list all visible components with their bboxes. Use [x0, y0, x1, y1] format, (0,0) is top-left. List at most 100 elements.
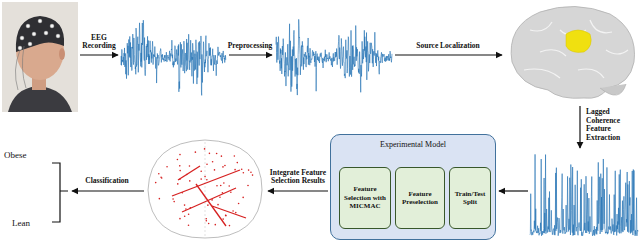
electrode-dot [206, 163, 208, 165]
coherence-signal [530, 154, 638, 236]
electrode-dot [216, 185, 218, 187]
electrode-dot [221, 155, 223, 157]
electrode-dot [220, 185, 222, 187]
connection [172, 170, 240, 196]
flow-arrow [395, 54, 502, 55]
electrode-dot [206, 220, 208, 222]
electrode-dot [222, 218, 224, 220]
step-label: Lean [12, 218, 48, 228]
electrode [44, 31, 48, 35]
electrode-dot [204, 148, 206, 150]
step-label: Obese [4, 150, 44, 160]
flow-arrow [268, 190, 328, 191]
step-label: Integrate Feature Selection Results [269, 169, 327, 186]
electrode-dot [179, 170, 181, 172]
box-text: Feature Preselection [399, 190, 441, 207]
electrode-dot [158, 173, 160, 175]
electrode-dot [173, 201, 175, 203]
step-label: Classification [73, 177, 141, 186]
electrode-dot [236, 162, 238, 164]
electrode-dot [229, 225, 231, 227]
box-text: Train/Test Split [453, 190, 487, 207]
connection [182, 188, 236, 212]
source-region [566, 30, 591, 52]
eeg-cap [16, 16, 64, 52]
electrode-dot [234, 169, 236, 171]
midline [205, 142, 206, 236]
connectivity-map [148, 140, 262, 238]
flow-arrow [499, 190, 528, 191]
electrode [50, 24, 54, 28]
electrode-dot [195, 151, 197, 153]
electrode-dot [206, 179, 208, 181]
step-label: Preprocessing [226, 42, 274, 51]
electrode-dot [184, 204, 186, 206]
gyri [524, 20, 628, 78]
connection [212, 206, 246, 218]
electrode-dot [179, 178, 181, 180]
electrode-dot [179, 218, 181, 220]
electrode-dot [160, 176, 162, 178]
electrode-dot [188, 224, 190, 226]
electrode-dot [243, 172, 245, 174]
electrode-dot [177, 183, 179, 185]
electrode-dot [200, 178, 202, 180]
electrode [28, 42, 32, 46]
electrode-dot [235, 212, 237, 214]
electrode-dot [205, 218, 207, 220]
electrode-dot [172, 198, 174, 200]
electrode-dot [238, 203, 240, 205]
electrode-dot [247, 185, 249, 187]
electrode-dot [230, 192, 232, 194]
method-box: Feature Preselection [395, 167, 445, 229]
electrode-dot [223, 182, 225, 184]
electrode [38, 19, 42, 23]
electrode-wires [15, 46, 26, 90]
electrode-dot [185, 208, 187, 210]
flow-arrow [579, 106, 580, 148]
electrode-dot [200, 170, 202, 172]
electrode-dot [179, 165, 181, 167]
electrode-dot [217, 204, 219, 206]
electrode-dot [232, 210, 234, 212]
electrode-dot [189, 180, 191, 182]
electrode-dot [222, 166, 224, 168]
method-box: Feature Selection with MICMAC [339, 167, 391, 229]
brain-top-outline [148, 140, 262, 238]
class-bracket [52, 163, 68, 222]
electrode-dot [179, 154, 181, 156]
electrode-dot [212, 161, 214, 163]
electrode-dot [214, 169, 216, 171]
electrode-dot [241, 168, 243, 170]
electrode-dot [216, 153, 218, 155]
electrode-dot [186, 174, 188, 176]
electrode-dot [250, 171, 252, 173]
box-text: Experimental Model [331, 135, 495, 149]
electrode-dot [161, 177, 163, 179]
preprocessed-signal [276, 19, 392, 95]
model-panel: Feature Selection with MICMAC Feature Pre… [330, 134, 496, 240]
electrode [56, 34, 60, 38]
brain-render [511, 6, 634, 98]
electrode [26, 24, 30, 28]
electrode-dot [204, 176, 206, 178]
electrodes [18, 19, 60, 50]
connection [196, 184, 226, 226]
electrode-dot [225, 215, 227, 217]
electrode-dot [228, 185, 230, 187]
electrode [18, 46, 22, 50]
step-label: Source Localization [398, 42, 498, 51]
electrode-dot [222, 192, 224, 194]
electrode-dot [190, 207, 192, 209]
box-text: Feature Selection with MICMAC [343, 185, 387, 210]
brain-outline [511, 6, 634, 98]
electrode-dot [159, 198, 161, 200]
electrode-dot [184, 215, 186, 217]
connections [172, 166, 246, 226]
electrode [32, 32, 36, 36]
electrode-dot [225, 214, 227, 216]
electrode-dot [155, 182, 157, 184]
cerebellum [600, 84, 626, 95]
electrode-dot [209, 153, 211, 155]
electrode-dot [188, 213, 190, 215]
